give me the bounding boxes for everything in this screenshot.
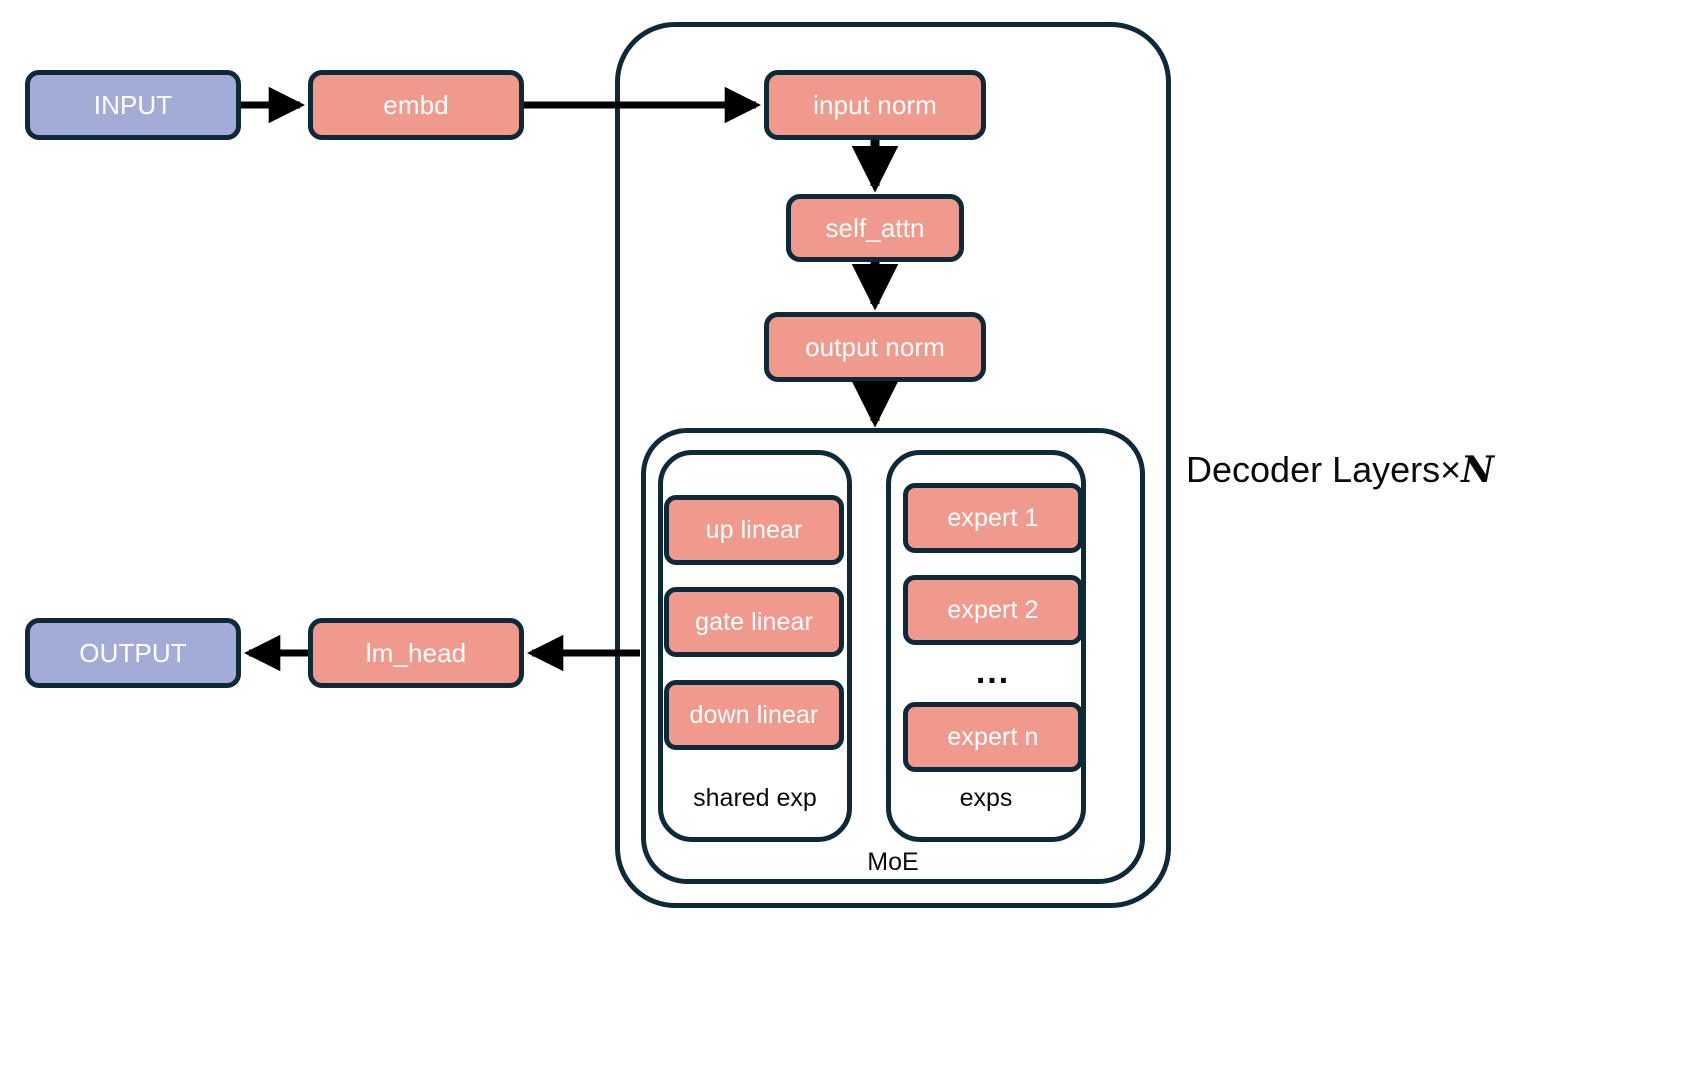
shared-expert-group-label: shared exp (693, 784, 817, 812)
moe-group-label: MoE (867, 848, 919, 876)
input-norm-node[interactable]: input norm (764, 70, 986, 140)
shared-expert-group (658, 450, 852, 842)
decoder-layers-caption-var: N (1461, 449, 1495, 491)
lm-head-node[interactable]: lm_head (308, 618, 524, 688)
input-node[interactable]: INPUT (25, 70, 241, 140)
self-attn-node[interactable]: self_attn (786, 194, 964, 262)
shared-expert-layer-up-linear[interactable]: up linear (664, 495, 844, 565)
shared-expert-layer-gate-linear[interactable]: gate linear (664, 587, 844, 657)
expert-2[interactable]: expert 2 (903, 575, 1083, 645)
embd-node[interactable]: embd (308, 70, 524, 140)
moe-group (641, 428, 1145, 884)
routed-experts-group (886, 450, 1086, 842)
decoder-layers-group (615, 22, 1171, 908)
expert-n[interactable]: expert n (903, 702, 1083, 772)
expert-1[interactable]: expert 1 (903, 483, 1083, 553)
experts-ellipsis: ... (975, 653, 1011, 691)
decoder-layers-caption: Decoder Layers×N (1186, 449, 1495, 491)
shared-expert-layer-down-linear[interactable]: down linear (664, 680, 844, 750)
routed-experts-group-label: exps (959, 784, 1013, 812)
decoder-layers-caption-text: Decoder Layers× (1186, 449, 1462, 490)
output-norm-node[interactable]: output norm (764, 312, 986, 382)
output-node[interactable]: OUTPUT (25, 618, 241, 688)
